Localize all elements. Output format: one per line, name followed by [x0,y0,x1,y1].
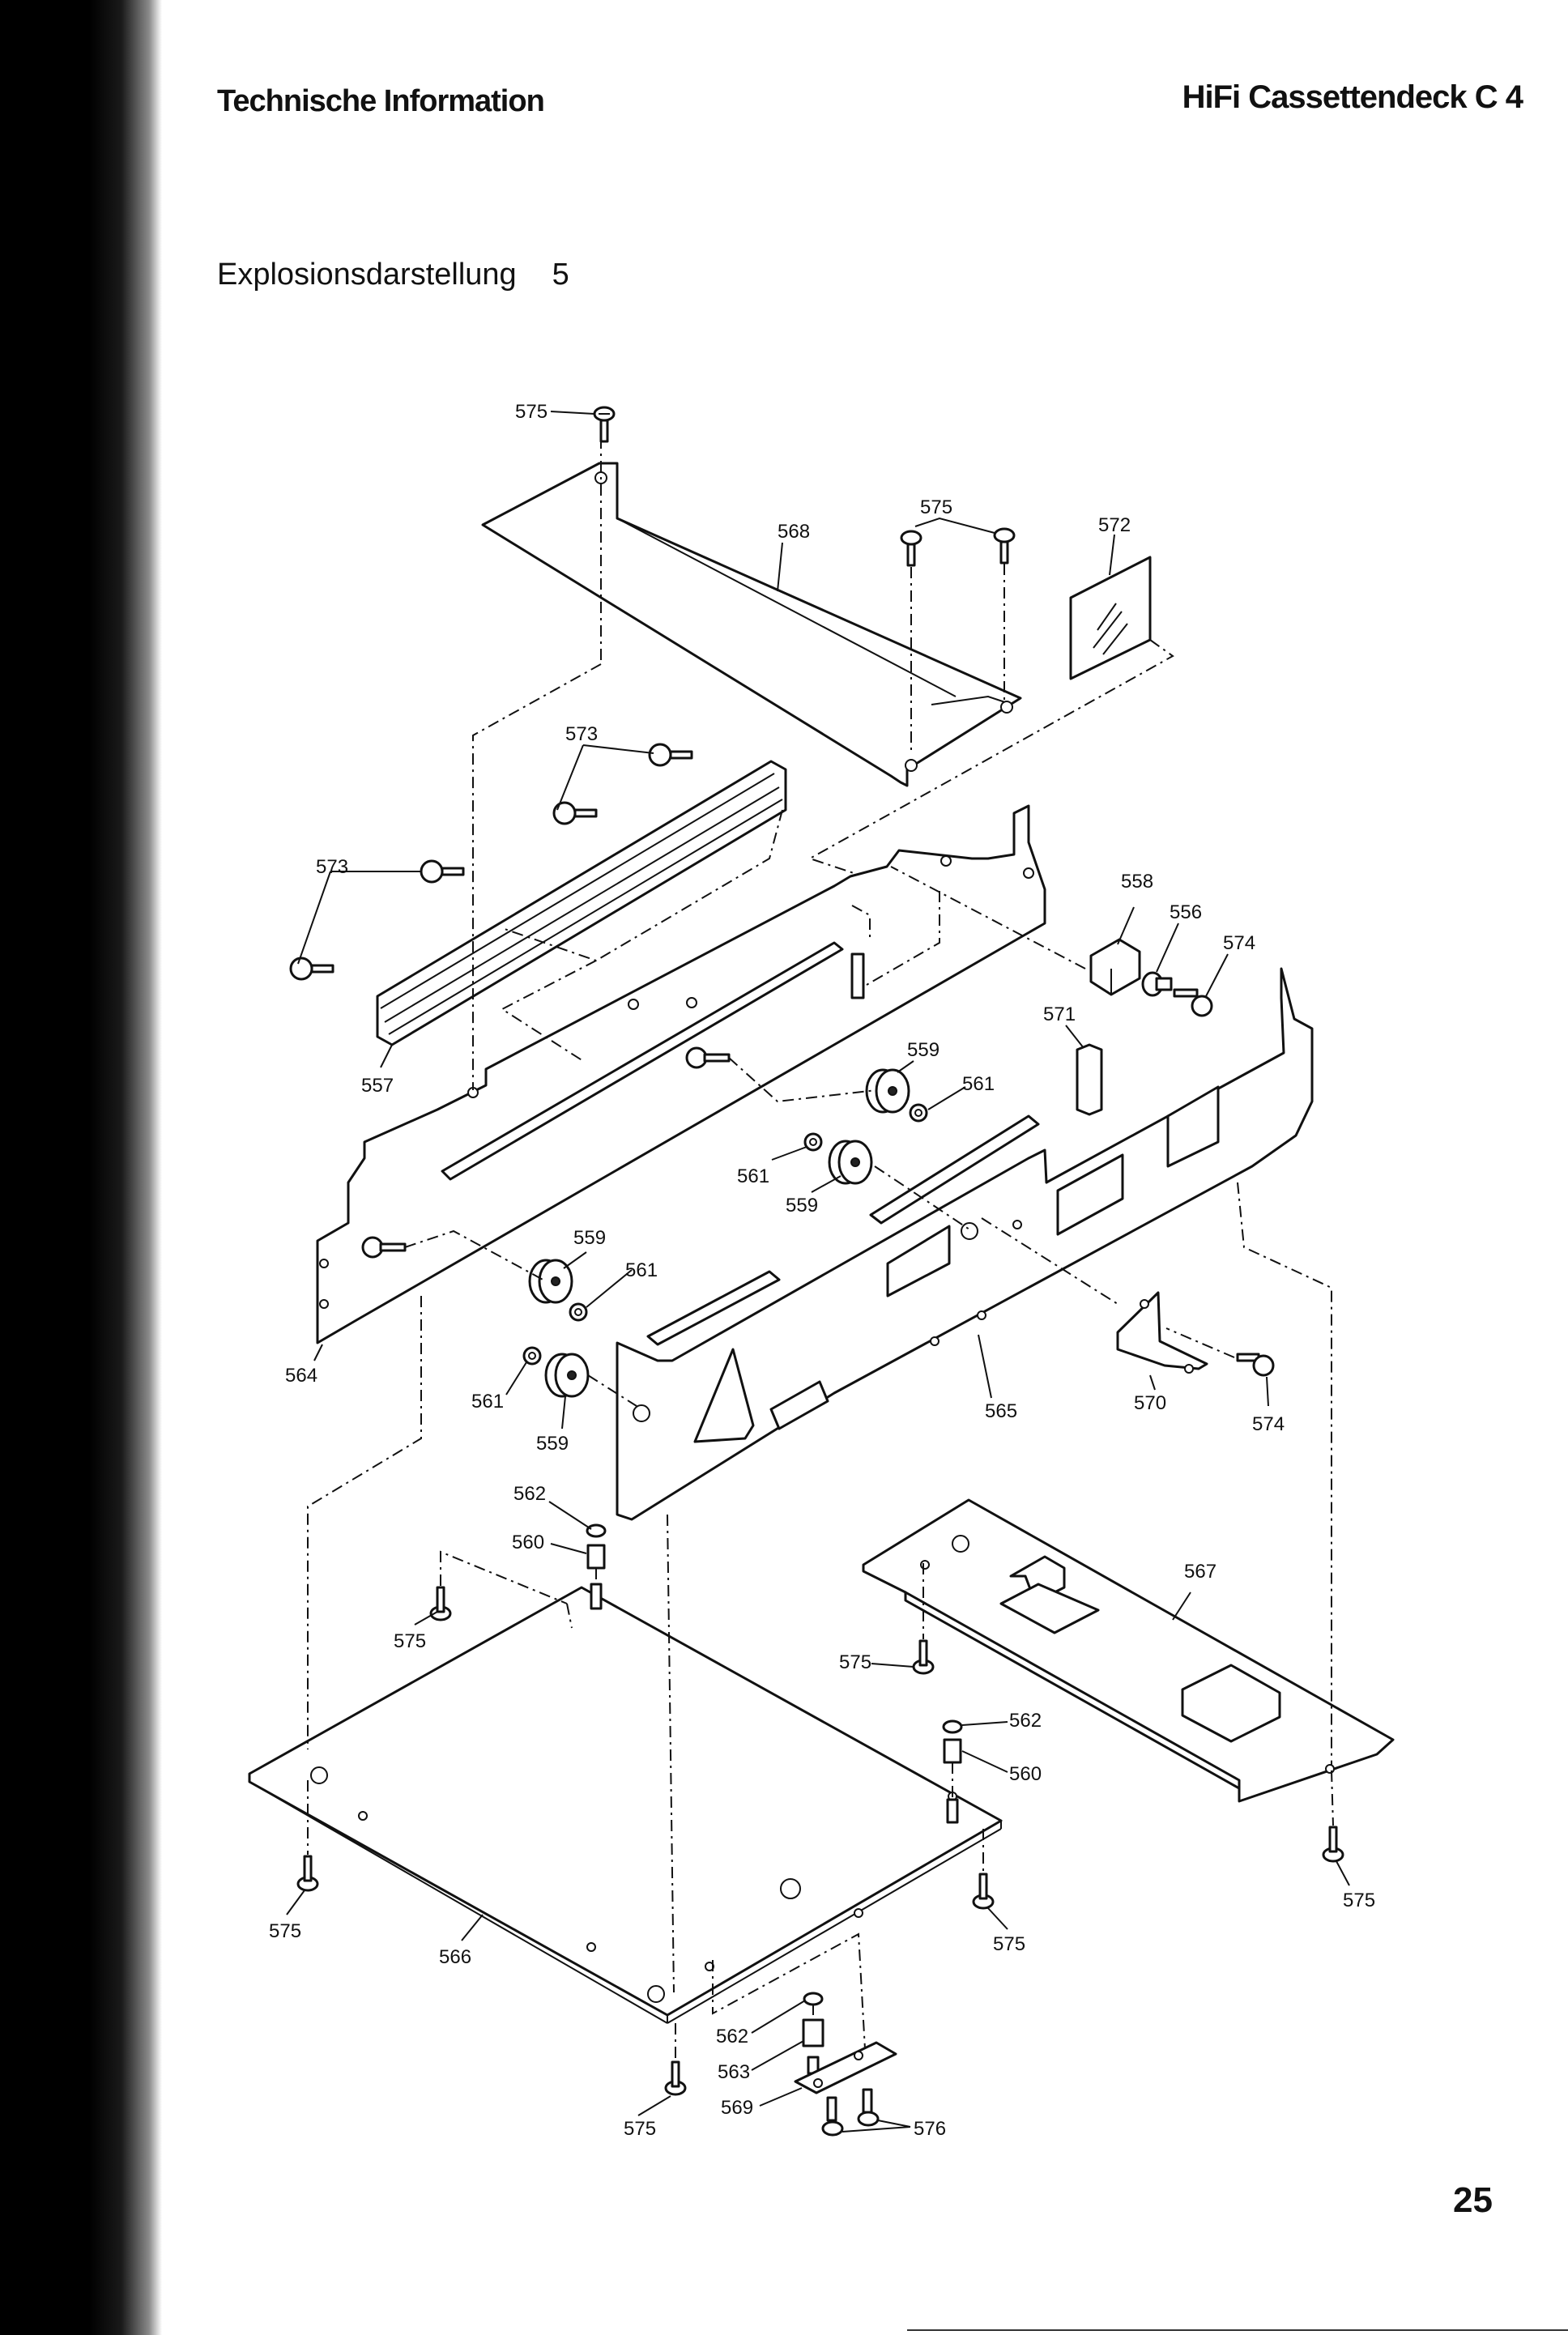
label-561-a: 561 [962,1073,995,1095]
shaft-upper [685,1046,731,1069]
label-576: 576 [914,2118,946,2140]
part-564-side-panel [316,804,1046,1344]
label-568: 568 [778,521,810,543]
washer-561-a [909,1103,928,1123]
binding-shadow [0,0,162,2335]
roller-559-a [865,1068,910,1114]
screw-573-a [648,743,693,767]
leader-lines [286,411,1350,2133]
label-571: 571 [1043,1003,1076,1025]
section-title: Explosionsdarstellung 5 [217,258,569,292]
label-573-left: 573 [316,856,348,878]
screw-575-top [593,406,616,443]
screw-575-cover-b [993,527,1016,565]
label-560-b: 560 [1009,1763,1042,1785]
label-561-d: 561 [471,1391,504,1413]
label-574-upper: 574 [1223,932,1255,954]
screw-575-right-foot [1322,1826,1344,1863]
screw-573-b [552,801,598,825]
screw-574-lower [1236,1353,1275,1377]
part-569-plate [794,2041,897,2094]
label-561-c: 561 [625,1259,658,1281]
label-575-right-foot: 575 [1343,1890,1375,1911]
part-572-window [1069,556,1152,680]
label-570: 570 [1134,1392,1166,1414]
part-labels: 575 575 568 572 573 573 558 556 574 557 … [269,401,1375,2140]
label-575-foot-left: 575 [269,1920,301,1942]
label-575-mid: 575 [920,496,952,518]
label-556: 556 [1170,901,1202,923]
label-573-upper: 573 [565,723,598,745]
label-575-left: 575 [394,1630,426,1652]
label-560-a: 560 [512,1532,544,1553]
label-559-b: 559 [786,1195,818,1217]
washer-561-c [569,1302,588,1322]
label-572: 572 [1098,514,1131,536]
screw-575-foot-right [972,1873,995,1910]
screw-575-left [429,1586,452,1621]
part-566-base-plate [248,1586,1003,2024]
foot-562-560-a [586,1523,607,1610]
part-557-rail [376,760,787,1046]
label-559-d: 559 [536,1433,569,1455]
label-567: 567 [1184,1561,1216,1583]
label-562-c: 562 [716,2026,748,2047]
label-575-bottom: 575 [624,2118,656,2140]
section-number: 5 [552,258,569,292]
label-561-b: 561 [737,1165,769,1187]
screw-574-upper [1173,988,1213,1017]
screw-575-cover-a [900,530,922,567]
roller-559-b [828,1140,873,1185]
part-556-spacer [1141,971,1173,997]
screw-573-d [289,957,334,981]
washer-561-b [803,1132,823,1152]
label-566: 566 [439,1946,471,1968]
label-557: 557 [361,1075,394,1097]
screw-575-bottom [664,2060,687,2096]
label-574-lower: 574 [1252,1413,1285,1435]
part-567-base-bracket [862,1498,1395,1803]
roller-559-d [544,1353,590,1398]
label-575-top: 575 [515,401,548,423]
label-563: 563 [718,2061,750,2083]
bottom-edge-line [907,2329,1568,2331]
screw-575-foot-left [296,1855,319,1892]
part-558-block [1089,938,1141,996]
label-559-c: 559 [573,1227,606,1249]
roller-559-c [528,1259,573,1304]
label-575-right: 575 [993,1933,1025,1955]
header-left-title: Technische Information [217,84,545,118]
screw-573-c [420,859,465,884]
label-565: 565 [985,1400,1017,1422]
section-title-text: Explosionsdarstellung [217,258,517,292]
part-571-bracket [1076,1043,1103,1116]
screw-575-bracket [912,1639,935,1675]
part-568-top-cover [481,462,1022,787]
part-565-chassis [616,967,1314,1521]
label-575-bracket: 575 [839,1651,871,1673]
label-559-a: 559 [907,1039,940,1061]
part-570-angle-bracket [1116,1291,1208,1374]
label-558: 558 [1121,871,1153,893]
label-562-b: 562 [1009,1710,1042,1732]
label-562-a: 562 [513,1483,546,1505]
screws-576 [821,2088,880,2137]
label-564: 564 [285,1365,317,1387]
header-right-title: HiFi Cassettendeck C 4 [1182,79,1523,115]
washer-561-d [522,1346,542,1366]
label-569: 569 [721,2097,753,2119]
assembly-lines [307,437,1334,2060]
page-number: 25 [1453,2180,1493,2220]
